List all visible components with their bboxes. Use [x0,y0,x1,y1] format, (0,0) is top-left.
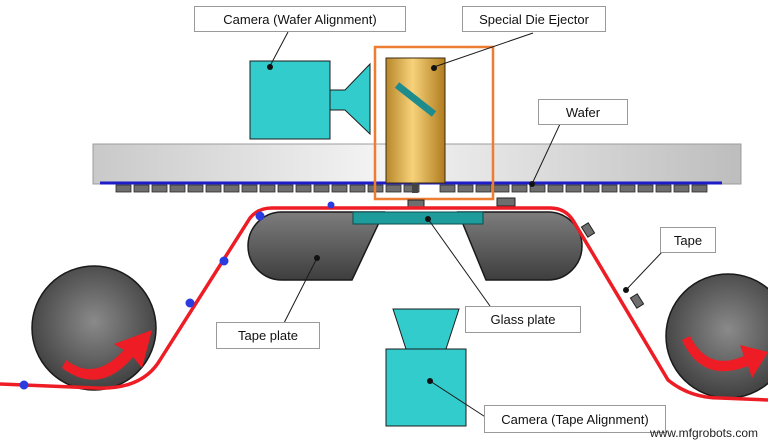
die [169,184,186,193]
die [529,184,546,193]
die-ejector [385,57,446,193]
die [349,184,366,193]
die [475,184,492,193]
tape-plate-right [456,211,583,281]
die [511,184,528,193]
die [115,184,132,193]
tape-beads [19,201,335,390]
die [601,184,618,193]
die [259,184,276,193]
label-tape-plate: Tape plate [216,322,320,349]
label-special-die-ejector: Special Die Ejector [462,6,606,32]
watermark: www.mfgrobots.com [649,426,758,440]
die [385,184,402,193]
label-camera-wafer-alignment: Camera (Wafer Alignment) [194,6,406,32]
die [187,184,204,193]
left-rotation-arrow-icon [62,330,152,380]
die [547,184,564,193]
die [457,184,474,193]
die [133,184,150,193]
label-camera-tape-alignment: Camera (Tape Alignment) [484,405,666,433]
die-array [115,184,708,193]
die [565,184,582,193]
die [493,184,510,193]
die [151,184,168,193]
camera-tape-alignment [385,308,467,427]
die [277,184,294,193]
label-glass-plate: Glass plate [465,306,581,333]
die [655,184,672,193]
left-tape-roll [31,265,157,391]
tape-plate-left [247,211,386,281]
label-wafer: Wafer [538,99,628,125]
camera-wafer-alignment [249,60,371,140]
die [583,184,600,193]
die [223,184,240,193]
die [619,184,636,193]
label-tape: Tape [660,227,716,253]
leader-dots [267,64,629,384]
die [295,184,312,193]
die [691,184,708,193]
ejector-highlight-box [373,45,495,201]
die [439,184,456,193]
right-tape-roll [665,273,768,399]
die [403,184,420,193]
die [673,184,690,193]
die [241,184,258,193]
right-rotation-arrow-icon [682,336,768,378]
die [637,184,654,193]
die [313,184,330,193]
die [331,184,348,193]
die [205,184,222,193]
tape-path [0,206,768,402]
glass-plate [352,211,484,225]
leader-lines [269,31,664,421]
